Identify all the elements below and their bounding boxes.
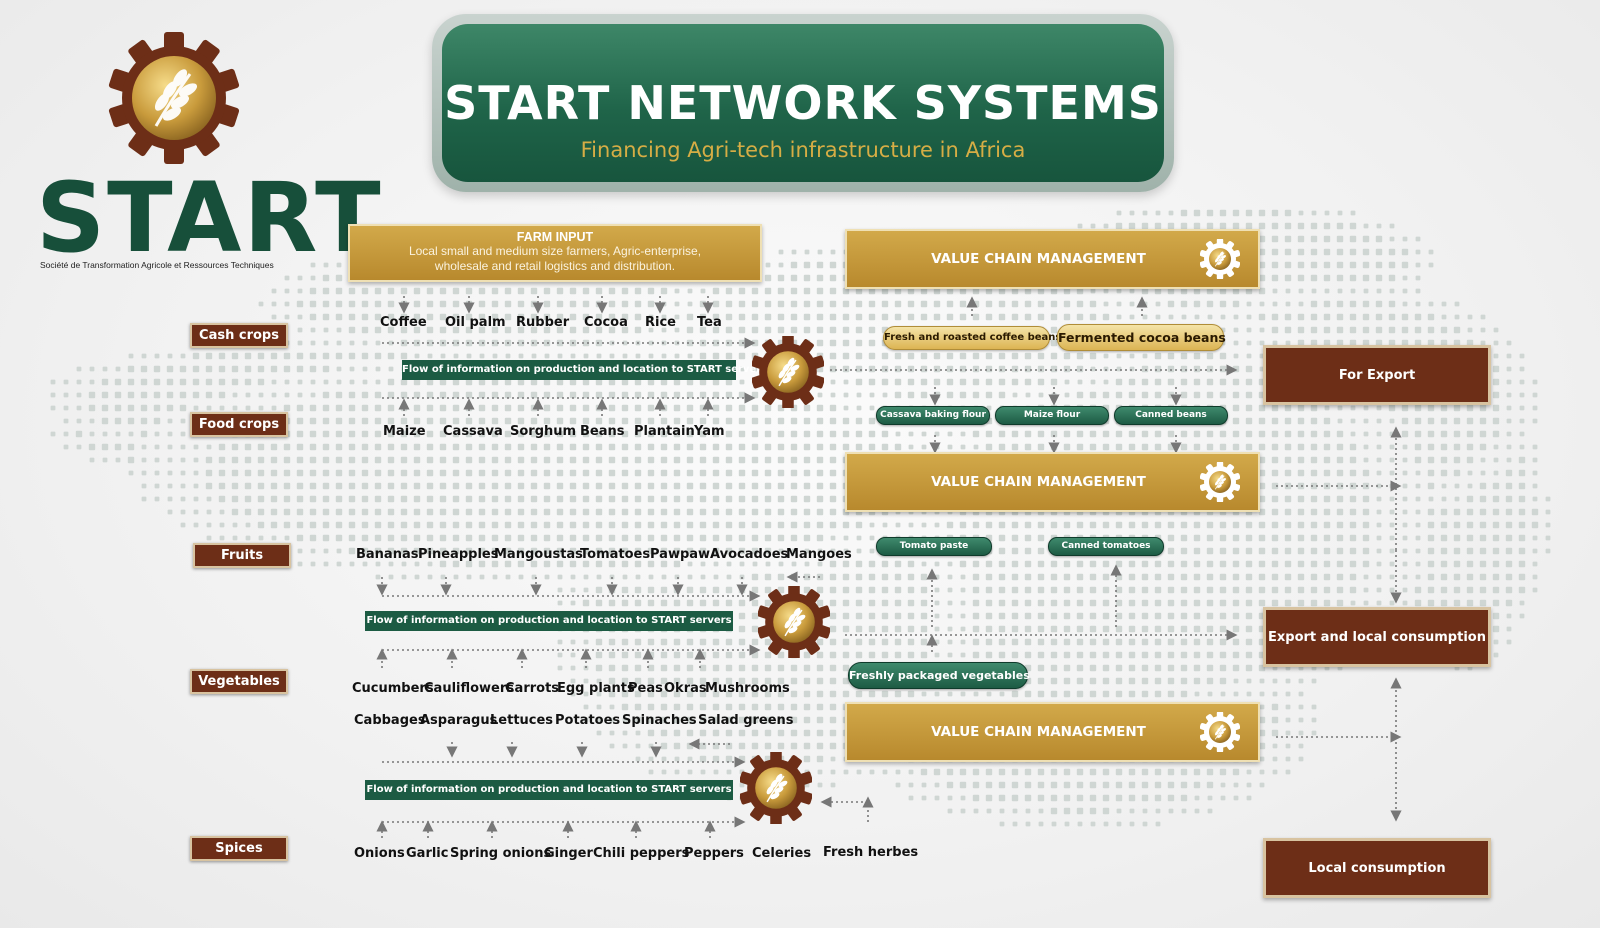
fruit-mangoes: Mangoes — [786, 547, 852, 562]
crop-sorghum: Sorghum — [510, 424, 577, 439]
product-cocoa-beans: Fermented cocoa beans — [1057, 324, 1226, 351]
spice-celeries: Celeries — [752, 846, 812, 861]
start-logo-gear-icon — [108, 32, 240, 164]
veg-cauliflowers: Cauliflowers — [424, 681, 515, 696]
category-fruits: Fruits — [193, 543, 291, 568]
category-spices: Spices — [190, 836, 288, 861]
logo-wordmark: START — [36, 162, 383, 274]
veg-carrots: Carrots — [505, 681, 560, 696]
fruit-tomatoes: Tomatoes — [580, 547, 651, 562]
category-cash-crops: Cash crops — [190, 323, 288, 348]
flow-info-bar-3: Flow of information on production and lo… — [365, 780, 733, 800]
value-chain-box-2: VALUE CHAIN MANAGEMENT — [845, 452, 1260, 512]
crop-coffee: Coffee — [380, 315, 427, 330]
crop-rubber: Rubber — [516, 315, 570, 330]
page-subtitle: Financing Agri-tech infrastructure in Af… — [580, 138, 1026, 162]
product-coffee-beans: Fresh and roasted coffee beans — [883, 326, 1061, 350]
flow-info-bar-2: Flow of information on production and lo… — [365, 611, 733, 631]
flow-info-bar-1: Flow of information on production and lo… — [402, 360, 767, 380]
value-chain-label: VALUE CHAIN MANAGEMENT — [931, 724, 1146, 740]
veg-egg-plants: Egg plants — [557, 681, 635, 696]
crop-cassava: Cassava — [443, 424, 503, 439]
product-cassava-flour: Cassava baking flour — [876, 406, 990, 425]
gear-wheat-icon — [739, 750, 813, 826]
gear-wheat-icon — [1200, 712, 1240, 752]
category-vegetables: Vegetables — [190, 669, 288, 694]
crop-plantain: Plantain — [634, 424, 695, 439]
value-chain-box-1: VALUE CHAIN MANAGEMENT — [845, 229, 1260, 289]
fruit-pawpaw: Pawpaw — [650, 547, 711, 562]
gear-wheat-icon — [757, 584, 831, 660]
category-food-crops: Food crops — [190, 412, 288, 437]
fruit-mangoustas: Mangoustas — [494, 547, 583, 562]
crop-oil-palm: Oil palm — [445, 315, 506, 330]
crop-maize: Maize — [383, 424, 426, 439]
crop-cocoa: Cocoa — [584, 315, 628, 330]
veg-cucumbers: Cucumbers — [352, 681, 434, 696]
fruit-avocadoes: Avocadoes — [710, 547, 789, 562]
gear-wheat-icon — [1200, 239, 1240, 279]
spice-fresh-herbes: Fresh herbes — [823, 845, 919, 860]
crop-tea: Tea — [697, 315, 722, 330]
spice-peppers: Peppers — [684, 846, 744, 861]
destination-export: For Export — [1263, 345, 1491, 405]
gear-wheat-icon — [751, 334, 825, 410]
fruit-pineapples: Pineapples — [418, 547, 499, 562]
farm-input-desc-2: wholesale and retail logistics and distr… — [434, 259, 676, 273]
product-canned-beans: Canned beans — [1114, 406, 1228, 425]
farm-input-box: FARM INPUT Local small and medium size f… — [348, 224, 762, 282]
spice-garlic: Garlic — [406, 846, 449, 861]
crop-yam: Yam — [694, 424, 725, 439]
veg-cabbages: Cabbages — [354, 713, 426, 728]
product-tomato-paste: Tomato paste — [876, 537, 992, 556]
product-maize-flour: Maize flour — [995, 406, 1109, 425]
product-packaged-vegetables: Freshly packaged vegetables — [848, 662, 1030, 689]
gear-wheat-icon — [1200, 462, 1240, 502]
spice-spring-onions: Spring onions — [450, 846, 552, 861]
product-canned-tomatoes: Canned tomatoes — [1048, 537, 1164, 556]
destination-local: Local consumption — [1263, 838, 1491, 898]
fruit-bananas: Bananas — [356, 547, 419, 562]
header-banner: START NETWORK SYSTEMS Financing Agri-tec… — [432, 14, 1174, 192]
spice-onions: Onions — [354, 846, 405, 861]
spice-chili-peppers: Chili peppers — [593, 846, 690, 861]
farm-input-desc-1: Local small and medium size farmers, Agr… — [408, 244, 702, 258]
veg-salad-greens: Salad greens — [698, 713, 794, 728]
logo-tagline: Société de Transformation Agricole et Re… — [40, 260, 274, 270]
veg-peas: Peas — [628, 681, 663, 696]
value-chain-label: VALUE CHAIN MANAGEMENT — [931, 251, 1146, 267]
value-chain-box-3: VALUE CHAIN MANAGEMENT — [845, 702, 1260, 762]
value-chain-label: VALUE CHAIN MANAGEMENT — [931, 474, 1146, 490]
veg-okras: Okras — [664, 681, 707, 696]
destination-export-local: Export and local consumption — [1263, 607, 1491, 667]
veg-potatoes: Potatoes — [555, 713, 621, 728]
crop-rice: Rice — [645, 315, 676, 330]
spice-ginger: Ginger — [544, 846, 593, 861]
farm-input-title: FARM INPUT — [516, 230, 594, 244]
veg-spinaches: Spinaches — [622, 713, 697, 728]
veg-asparagus: Asparagus — [420, 713, 498, 728]
veg-lettuces: Lettuces — [490, 713, 554, 728]
page-title: START NETWORK SYSTEMS — [444, 76, 1162, 130]
veg-mushrooms: Mushrooms — [705, 681, 790, 696]
crop-beans: Beans — [580, 424, 625, 439]
